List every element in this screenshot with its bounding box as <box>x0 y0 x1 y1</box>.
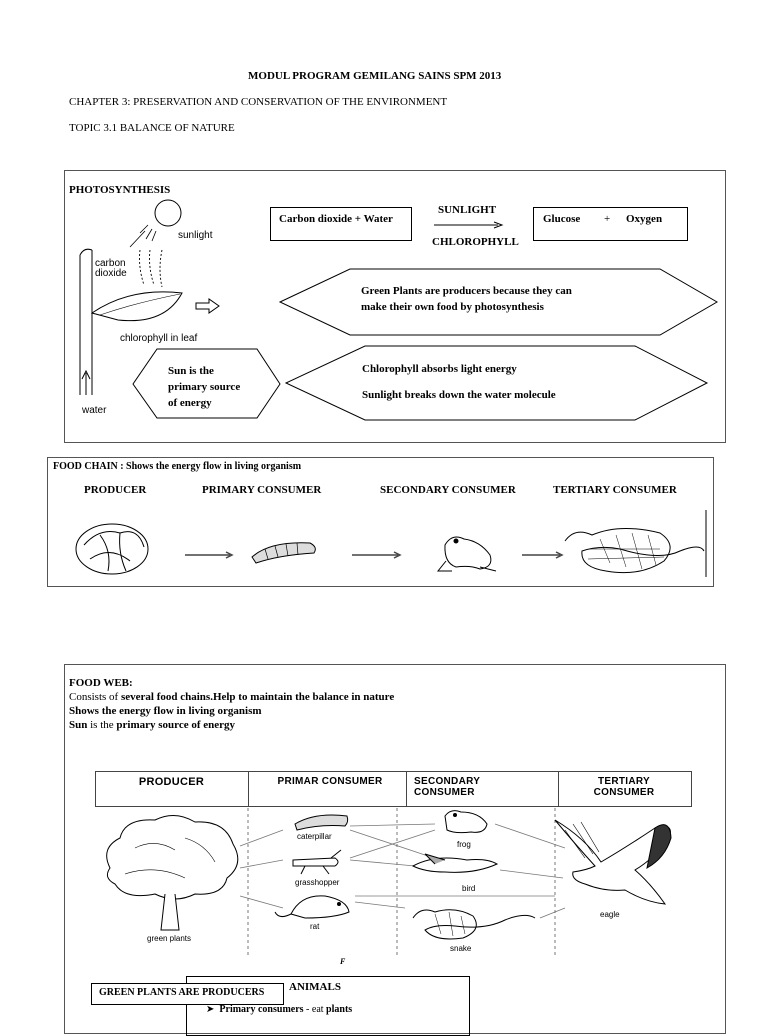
label-snake: snake <box>450 944 472 953</box>
fc-stage-producer: PRODUCER <box>84 484 147 496</box>
food-web-line-3-pre: Sun <box>69 719 88 731</box>
food-web-heading: FOOD WEB: <box>69 677 133 689</box>
topic-title: TOPIC 3.1 BALANCE OF NATURE <box>69 122 235 134</box>
label-frog: frog <box>457 840 471 849</box>
producers-line-2: make their own food by photosynthesis <box>361 301 544 313</box>
food-chain-panel <box>47 457 714 587</box>
sunlight-label: sunlight <box>178 230 213 241</box>
eagle-icon <box>554 819 672 905</box>
food-web-line-2: Shows the energy flow in living organism <box>69 705 262 717</box>
label-caterpillar: caterpillar <box>297 832 332 841</box>
caterpillar-icon <box>294 814 349 831</box>
fc-stage-primary: PRIMARY CONSUMER <box>202 484 322 496</box>
producers-line-1: Green Plants are producers because they … <box>361 285 572 297</box>
frog-icon <box>436 536 497 572</box>
chain-arrow-icon <box>522 551 564 559</box>
label-grasshopper: grasshopper <box>295 878 340 887</box>
primary-consumers-label: Primary consumers <box>219 1004 304 1015</box>
fw-col-divider <box>406 771 407 807</box>
sun-line-2: primary source <box>168 381 241 393</box>
reactants-text: Carbon dioxide + Water <box>279 213 393 225</box>
fw-col-divider <box>248 771 249 807</box>
chlorophyll-hexagon <box>284 345 709 421</box>
primary-consumers-mid: - eat <box>303 1004 327 1015</box>
arrow-top-label: SUNLIGHT <box>438 204 497 216</box>
sun-hexagon <box>132 348 281 419</box>
snake-icon <box>412 909 536 940</box>
bird-icon <box>411 853 499 873</box>
reactants-box <box>270 207 412 241</box>
food-web-line-1-pre: Consists of <box>69 691 121 703</box>
sun-line-1: Sun is the <box>168 365 214 377</box>
green-plants-label: GREEN PLANTS ARE PRODUCERS <box>99 987 265 998</box>
chlorophyll-line-1: Chlorophyll absorbs light energy <box>362 363 517 375</box>
primary-consumers-tail: plants <box>326 1004 353 1015</box>
green-plants-box <box>91 983 284 1005</box>
food-chain-illustration <box>75 510 707 577</box>
food-web-table <box>95 771 692 807</box>
food-web-illustration <box>106 808 672 958</box>
products-box <box>533 207 688 241</box>
footnote-mark: F <box>340 957 346 966</box>
sun-icon <box>154 199 182 227</box>
frog-icon <box>444 810 488 834</box>
sun-line-3: of energy <box>168 397 212 409</box>
food-web-line-3-bold: primary source of energy <box>116 719 236 731</box>
carbon-label: carbon <box>95 258 126 269</box>
animals-primary-line: ➤ Primary consumers - eat plants <box>206 1004 352 1015</box>
chlorophyll-label: chlorophyll in leaf <box>120 333 198 344</box>
fw-col-secondary: SECONDARY CONSUMER <box>414 776 481 798</box>
rat-icon <box>274 895 350 919</box>
product-glucose: Glucose <box>543 213 581 225</box>
fw-col-producer: PRODUCER <box>138 776 205 788</box>
animals-heading: ANIMALS <box>289 981 341 993</box>
hollow-arrow-icon <box>195 298 220 314</box>
cabbage-icon <box>75 523 149 575</box>
food-web-line-3-mid: is the <box>87 719 117 731</box>
chapter-title: CHAPTER 3: PRESERVATION AND CONSERVATION… <box>69 96 448 108</box>
producers-hexagon <box>278 268 718 336</box>
grasshopper-icon <box>292 849 342 875</box>
page-title: MODUL PROGRAM GEMILANG SAINS SPM 2013 <box>248 70 502 82</box>
label-bird: bird <box>462 884 476 893</box>
food-web-line-3: Sun is the primary source of energy <box>69 719 235 731</box>
chain-arrow-icon <box>185 551 234 559</box>
fc-stage-secondary: SECONDARY CONSUMER <box>380 484 516 496</box>
dioxide-label: dioxide <box>95 268 127 279</box>
product-plus: + <box>604 213 611 225</box>
food-web-line-1: Consists of several food chains.Help to … <box>69 691 394 703</box>
reaction-arrow-icon <box>434 221 504 229</box>
product-oxygen: Oxygen <box>626 213 663 225</box>
label-green-plants: green plants <box>147 934 192 943</box>
chain-arrow-icon <box>352 551 402 559</box>
food-chain-heading: FOOD CHAIN : Shows the energy flow in li… <box>53 461 302 472</box>
snake-icon <box>564 510 707 577</box>
fw-col-primary: PRIMAR CONSUMER <box>277 776 383 787</box>
fw-col-divider <box>558 771 559 807</box>
photosynthesis-heading: PHOTOSYNTHESIS <box>69 184 171 196</box>
fw-col-tertiary: TERTIARY CONSUMER <box>593 776 655 798</box>
fc-stage-tertiary: TERTIARY CONSUMER <box>553 484 677 496</box>
chlorophyll-line-2: Sunlight breaks down the water molecule <box>362 389 556 401</box>
label-eagle: eagle <box>600 910 620 919</box>
tree-icon <box>106 815 239 931</box>
photosynthesis-diagram <box>79 199 183 395</box>
photosynthesis-panel <box>64 170 726 443</box>
label-rat: rat <box>310 922 320 931</box>
bullet-arrow-icon: ➤ <box>206 1004 220 1015</box>
arrow-bottom-label: CHLOROPHYLL <box>432 236 519 248</box>
food-web-line-1-bold: several food chains.Help to maintain the… <box>120 691 395 703</box>
water-label: water <box>82 405 107 416</box>
caterpillar-icon <box>251 542 316 564</box>
